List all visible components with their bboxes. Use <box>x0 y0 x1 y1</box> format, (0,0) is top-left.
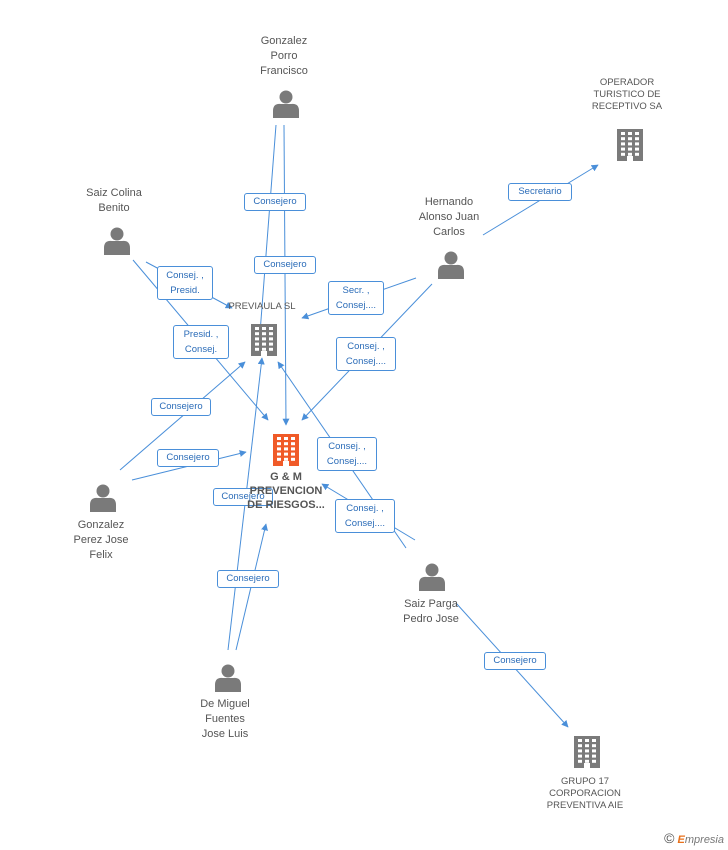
node-label-de_miguel[interactable]: De Miguel Fuentes Jose Luis <box>200 698 250 740</box>
person-icon-saiz_colina[interactable] <box>104 227 130 256</box>
edge-label-hernando-to-previaula[interactable]: Secr. , Consej.... <box>328 281 384 315</box>
edge-gonzalez_porro-to-gm <box>282 124 290 426</box>
node-label-hernando[interactable]: Hernando Alonso Juan Carlos <box>418 196 480 238</box>
person-icon-gonzalez_perez[interactable] <box>90 484 116 513</box>
company-icon-previaula[interactable] <box>251 324 277 356</box>
company-icon-gm[interactable] <box>273 434 299 466</box>
empresia-brand[interactable]: © Empresia <box>664 830 724 846</box>
node-label-operador[interactable]: OPERADOR TURISTICO DE RECEPTIVO SA <box>591 77 663 112</box>
edge-label-hernando-to-gm[interactable]: Consej. , Consej.... <box>336 337 396 371</box>
brand-initial: E <box>677 834 685 846</box>
node-label-gonzalez_porro[interactable]: Gonzalez Porro Francisco <box>260 35 308 77</box>
edge-label-gonzalez_porro-to-previaula[interactable]: Consejero <box>244 193 306 211</box>
edge-gonzalez_porro-to-previaula <box>256 124 277 334</box>
company-icon-operador[interactable] <box>617 129 643 161</box>
edge-label-saiz_parga-to-previaula[interactable]: Consej. , Consej.... <box>317 437 377 471</box>
person-icon-gonzalez_porro[interactable] <box>273 90 299 119</box>
edge-label-de_miguel-to-gm[interactable]: Consejero <box>217 570 279 588</box>
node-label-gonzalez_perez[interactable]: Gonzalez Perez Jose Felix <box>73 519 129 561</box>
edge-gonzalez_perez-to-previaula <box>119 361 246 471</box>
edge-label-saiz_parga-to-gm[interactable]: Consej. , Consej.... <box>335 499 395 533</box>
node-label-saiz_parga[interactable]: Saiz Parga Pedro Jose <box>403 598 459 625</box>
person-icon-saiz_parga[interactable] <box>419 563 445 592</box>
edge-label-gonzalez_perez-to-gm[interactable]: Consejero <box>157 449 219 467</box>
person-icon-de_miguel[interactable] <box>215 664 241 693</box>
copyright-icon: © <box>664 830 675 846</box>
edge-label-saiz_parga-to-grupo17[interactable]: Consejero <box>484 652 546 670</box>
company-icon-grupo17[interactable] <box>574 736 600 768</box>
person-icon-hernando[interactable] <box>438 251 464 280</box>
brand-name: mpresia <box>684 834 724 846</box>
node-label-saiz_colina[interactable]: Saiz Colina Benito <box>86 187 142 214</box>
node-label-previaula[interactable]: PREVIAULA SL <box>228 301 296 312</box>
edge-label-hernando-to-operador[interactable]: Secretario <box>508 183 572 201</box>
edge-label-saiz_colina-to-previaula[interactable]: Consej. , Presid. <box>157 266 213 300</box>
edge-label-gonzalez_porro-to-gm[interactable]: Consejero <box>254 256 316 274</box>
node-label-gm[interactable]: G & M PREVENCION DE RIESGOS... <box>247 471 325 511</box>
edge-label-saiz_colina-to-gm[interactable]: Presid. , Consej. <box>173 325 229 359</box>
node-label-grupo17[interactable]: GRUPO 17 CORPORACION PREVENTIVA AIE <box>546 776 624 811</box>
edge-label-gonzalez_perez-to-previaula[interactable]: Consejero <box>151 398 211 416</box>
edge-label-de_miguel-to-previaula[interactable]: Consejero <box>213 488 273 506</box>
